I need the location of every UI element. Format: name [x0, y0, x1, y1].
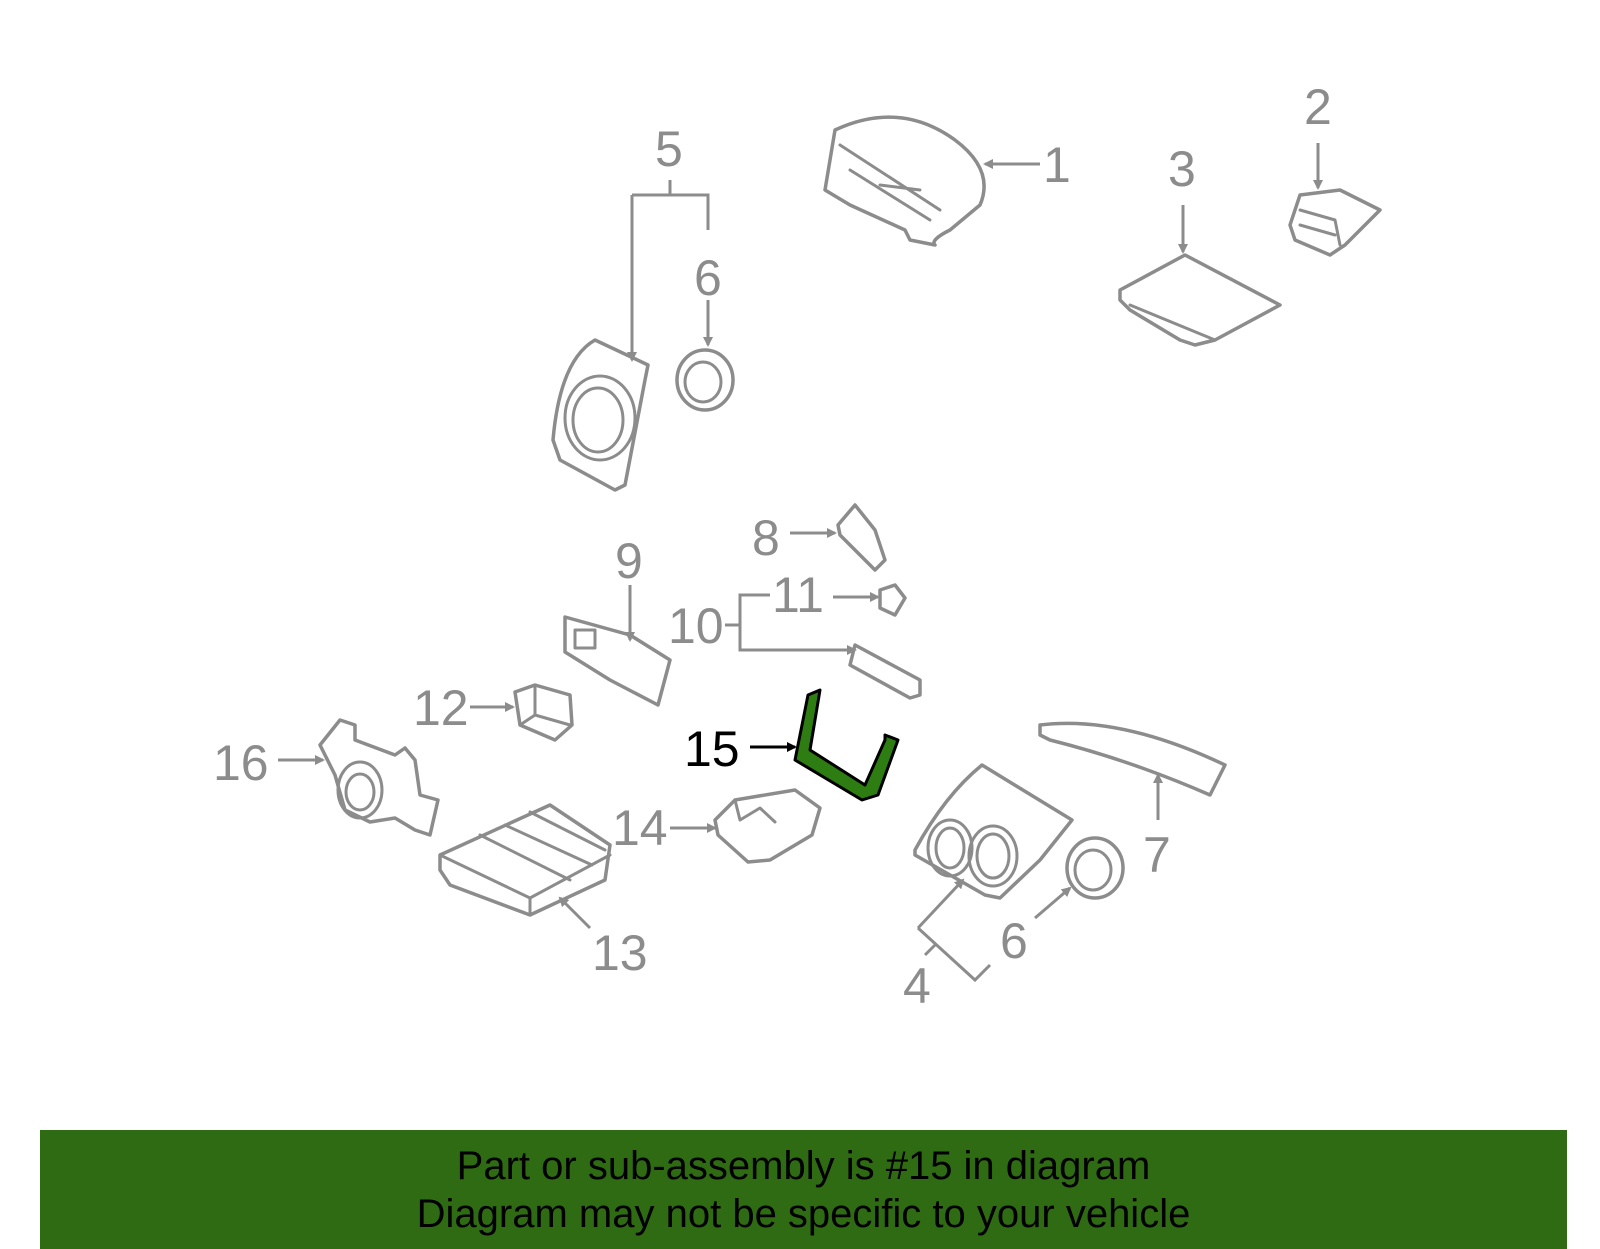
callout-4: 4 — [903, 958, 931, 1014]
callout-13: 13 — [592, 925, 648, 981]
callout-7: 7 — [1143, 827, 1171, 883]
part-11-clip — [878, 583, 907, 617]
banner-line-2: Diagram may not be specific to your vehi… — [416, 1192, 1191, 1236]
part-3-flat-panel — [1118, 253, 1282, 347]
callout-1: 1 — [1043, 137, 1071, 193]
callout-9: 9 — [615, 533, 643, 589]
part-12-switch — [513, 683, 574, 742]
part-9-switch-panel — [563, 615, 672, 707]
part-16-bracket — [318, 718, 440, 837]
leader-4-bracket — [916, 926, 992, 983]
callout-11: 11 — [772, 567, 824, 623]
callout-3: 3 — [1168, 141, 1196, 197]
leader-6-lower — [1034, 886, 1072, 920]
banner-line-1: Part or sub-assembly is #15 in diagram — [456, 1144, 1151, 1188]
callout-14: 14 — [612, 800, 668, 856]
part-4-gauge-panel — [913, 763, 1074, 900]
callout-6-upper: 6 — [694, 250, 722, 306]
part-7-long-trim — [1038, 721, 1227, 797]
callout-15: 15 — [684, 721, 740, 777]
part-10-trim-strip — [848, 643, 922, 700]
part-8-cover — [836, 503, 887, 572]
part-2-small-vent — [1288, 188, 1382, 257]
part-6-round-vent-upper — [675, 348, 735, 412]
callout-16: 16 — [213, 735, 269, 791]
callout-8: 8 — [752, 510, 780, 566]
part-15-trim-highlighted — [793, 688, 900, 802]
callout-6-lower: 6 — [1000, 913, 1028, 969]
part-6-round-vent-lower — [1065, 836, 1125, 900]
leader-5-bracket — [632, 193, 710, 230]
part-1-vent-housing — [823, 115, 986, 247]
callout-5: 5 — [655, 121, 683, 177]
callout-2: 2 — [1304, 79, 1332, 135]
part-13-module — [438, 803, 612, 917]
leader-13 — [558, 896, 592, 930]
leader-4 — [916, 878, 965, 930]
callout-12: 12 — [413, 680, 469, 736]
callout-10: 10 — [668, 598, 724, 654]
parts-diagram: 1 2 3 5 6 8 9 — [213, 79, 1382, 1014]
leader-4-stem — [923, 943, 937, 957]
info-banner: Part or sub-assembly is #15 in diagram D… — [40, 1130, 1567, 1249]
part-14-switch-housing — [713, 788, 822, 864]
part-5-speaker-grille — [551, 338, 650, 492]
leader-10-bracket — [738, 593, 857, 655]
